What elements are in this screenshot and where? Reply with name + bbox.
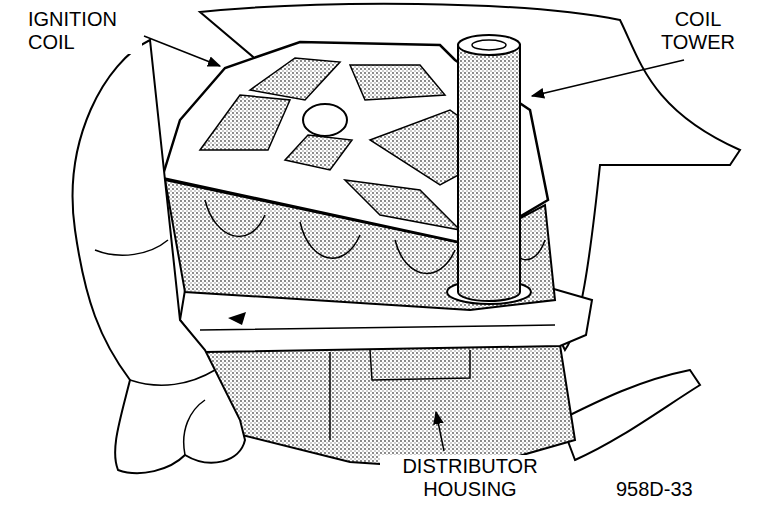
coil-tower <box>458 45 520 301</box>
coil-boss <box>303 104 347 136</box>
part-label: IGNITION COIL <box>26 8 142 54</box>
leader-line <box>532 60 684 96</box>
housing-body <box>205 345 575 470</box>
hand-outline <box>560 370 700 460</box>
hand-outline <box>73 40 245 473</box>
leader-line <box>436 412 444 451</box>
finger-lines <box>95 240 215 455</box>
figure-number: 958D-33 <box>614 478 695 501</box>
part-label: COIL TOWER <box>648 8 748 54</box>
tower-top <box>458 35 520 55</box>
tower-hole <box>472 40 506 50</box>
housing-detail <box>200 325 555 440</box>
housing-notch <box>228 312 246 325</box>
part-label: DISTRIBUTOR HOUSING <box>380 455 560 501</box>
leader-line <box>144 36 220 66</box>
